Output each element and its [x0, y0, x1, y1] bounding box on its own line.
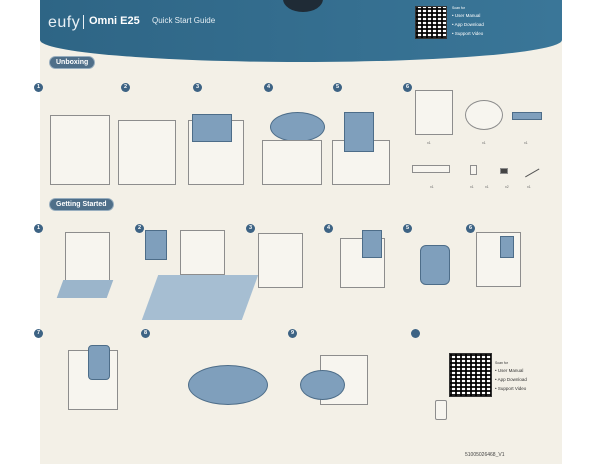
- filter-illustration: [500, 168, 508, 174]
- brand-logo: eufy: [48, 14, 81, 31]
- count: x1: [485, 185, 489, 189]
- step-number: 8: [141, 329, 150, 338]
- count: x1: [527, 185, 531, 189]
- robot-illustration: [300, 370, 345, 400]
- step-number: 2: [135, 224, 144, 233]
- step-number: 7: [34, 329, 43, 338]
- station-illustration: [344, 112, 374, 152]
- cord-detail-illustration: [145, 230, 167, 260]
- phone-illustration: [435, 400, 447, 420]
- water-tank-illustration: [500, 236, 514, 258]
- hanger-hole: [283, 0, 323, 12]
- step-number: [411, 329, 420, 338]
- station-illustration: [476, 232, 521, 287]
- section-getting-started: Getting Started: [49, 198, 114, 211]
- step-number: 5: [333, 83, 342, 92]
- mat-illustration: [412, 165, 450, 173]
- robot-illustration: [270, 112, 325, 142]
- count: x2: [505, 185, 509, 189]
- box-illustration: [50, 115, 110, 185]
- qr-links: Scan for • User Manual • App Download • …: [495, 361, 527, 393]
- water-tank-illustration: [362, 230, 382, 258]
- bag-illustration: [470, 165, 477, 175]
- water-tank-illustration: [420, 245, 450, 285]
- qr-links: Scan for • User Manual • App Download • …: [452, 6, 484, 38]
- qr-code: [415, 6, 447, 39]
- section-unboxing: Unboxing: [49, 56, 96, 69]
- model-name: Omni E25: [89, 15, 140, 27]
- station-illustration: [65, 232, 110, 282]
- step-number: 1: [34, 224, 43, 233]
- link-user-manual[interactable]: • User Manual: [452, 13, 481, 18]
- qr-code: [449, 353, 492, 397]
- link-app-download[interactable]: • App Download: [452, 22, 484, 27]
- foam-illustration: [192, 114, 232, 142]
- step-number: 9: [288, 329, 297, 338]
- document-code: 51005026468_V1: [465, 452, 505, 458]
- water-tank-illustration: [88, 345, 110, 380]
- station-illustration: [415, 90, 453, 135]
- step-number: 1: [34, 83, 43, 92]
- link-app-download[interactable]: • App Download: [495, 377, 527, 382]
- link-user-manual[interactable]: • User Manual: [495, 368, 524, 373]
- count: x1: [427, 141, 431, 145]
- robot-illustration: [465, 100, 503, 130]
- divider: [83, 15, 84, 29]
- scan-for-label: Scan for: [495, 361, 509, 365]
- count: x1: [524, 141, 528, 145]
- step-number: 6: [466, 224, 475, 233]
- mop-illustration: [512, 112, 542, 120]
- count: x1: [430, 185, 434, 189]
- floor-area-illustration: [141, 275, 259, 320]
- ramp-illustration: [56, 280, 114, 298]
- guide-title: Quick Start Guide: [152, 16, 216, 25]
- step-number: 3: [246, 224, 255, 233]
- link-support-video[interactable]: • Support Video: [452, 31, 484, 36]
- scan-for-label: Scan for: [452, 6, 466, 10]
- count: x1: [470, 185, 474, 189]
- step-number: 6: [403, 83, 412, 92]
- step-number: 4: [264, 83, 273, 92]
- step-number: 2: [121, 83, 130, 92]
- station-illustration: [180, 230, 225, 275]
- step-number: 3: [193, 83, 202, 92]
- step-number: 4: [324, 224, 333, 233]
- station-illustration: [258, 233, 303, 288]
- step-number: 5: [403, 224, 412, 233]
- box-illustration: [118, 120, 176, 185]
- robot-illustration: [188, 365, 268, 405]
- link-support-video[interactable]: • Support Video: [495, 386, 527, 391]
- count: x1: [482, 141, 486, 145]
- box-illustration: [262, 140, 322, 185]
